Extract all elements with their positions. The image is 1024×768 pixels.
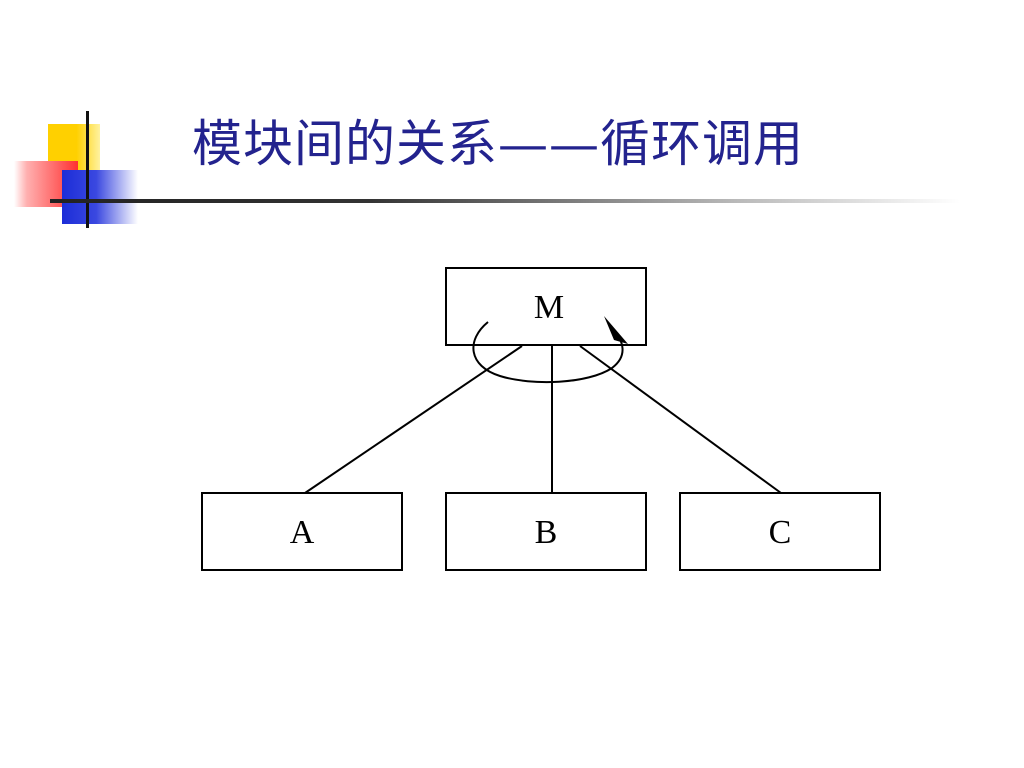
node-label-a: A bbox=[290, 514, 315, 551]
corner-logo-graphic bbox=[0, 0, 160, 240]
node-box-c bbox=[679, 492, 881, 571]
edge-m-a bbox=[304, 345, 523, 494]
node-box-a bbox=[201, 492, 403, 571]
loop-arrowhead-icon bbox=[604, 316, 628, 344]
node-label-m: M bbox=[534, 289, 564, 326]
slide-title: 模块间的关系——循环调用 bbox=[192, 115, 804, 173]
loop-arc bbox=[472, 321, 624, 384]
node-label-b: B bbox=[535, 514, 558, 551]
logo-blue-square bbox=[62, 170, 138, 224]
node-box-m bbox=[445, 267, 647, 346]
title-underline bbox=[50, 199, 960, 203]
node-label-c: C bbox=[769, 514, 792, 551]
edge-m-c bbox=[579, 345, 782, 494]
node-box-b bbox=[445, 492, 647, 571]
logo-vertical-line bbox=[86, 111, 89, 228]
